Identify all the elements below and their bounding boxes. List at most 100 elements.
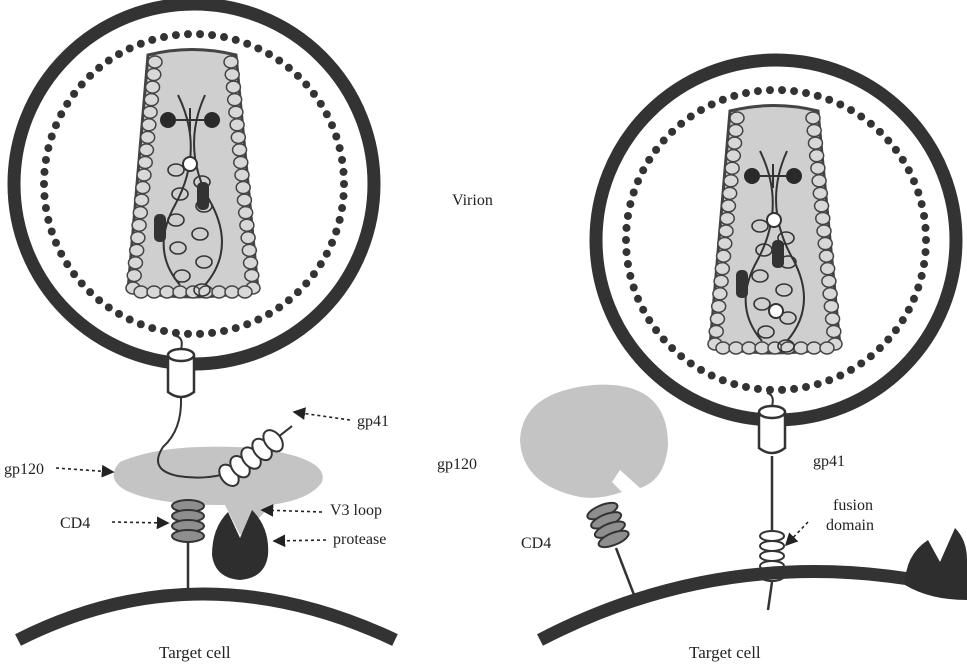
matrix-dot [42,204,50,212]
right-target-cell-label: Target cell [689,643,761,662]
capsid-bead [717,250,731,262]
capsid-bead [143,106,157,118]
matrix-dot [323,110,331,118]
matrix-dot [876,128,884,136]
left-reverse-transcriptase-2 [154,214,166,242]
matrix-dot [922,236,930,244]
matrix-dot [892,326,900,334]
matrix-dot [892,146,900,154]
capsid-bead [808,137,822,149]
capsid-bead [226,81,240,93]
matrix-dot [645,156,653,164]
capsid-bead [147,286,161,298]
capsid-bead [822,275,836,287]
right-gp120 [520,385,668,498]
matrix-dot [778,386,786,394]
matrix-dot [70,90,78,98]
right-rna-cap-1 [744,168,760,184]
matrix-dot [63,260,71,268]
matrix-dot [914,188,922,196]
matrix-dot [160,33,168,41]
right-reverse-transcriptase-1 [772,240,784,268]
capsid-bead [794,342,808,354]
matrix-dot [317,260,325,268]
matrix-dot [328,121,336,129]
capsid-bead [173,286,187,298]
matrix-dot [172,31,180,39]
capsid-bead [816,212,830,224]
matrix-dot [265,310,273,318]
matrix-dot [847,106,855,114]
matrix-dot [172,329,180,337]
matrix-dot [639,166,647,174]
capsid-bead [244,257,258,269]
matrix-dot [630,284,638,292]
capsid-bead [130,244,144,256]
right-fusion-label-2: domain [826,517,874,534]
capsid-bead [807,342,821,354]
capsid-bead [139,144,153,156]
matrix-dot [302,279,310,287]
left-gp120-arrow [56,468,113,472]
left-rna-cap-1 [160,112,176,128]
capsid-bead [813,187,827,199]
matrix-dot [86,288,94,296]
capsid-bead [716,342,730,354]
right-panel: gp120 gp41 CD4 fusion domain Target cell [437,60,967,662]
matrix-dot [338,156,346,164]
matrix-dot [922,248,930,256]
matrix-dot [697,106,705,114]
matrix-dot [95,296,103,304]
matrix-dot [184,30,192,38]
matrix-dot [126,316,134,324]
matrix-dot [208,329,216,337]
matrix-dot [802,383,810,391]
matrix-dot [884,137,892,145]
matrix-dot [730,380,738,388]
right-target-cell-membrane [540,572,965,640]
matrix-dot [719,96,727,104]
matrix-dot [626,200,634,208]
capsid-bead [715,263,729,275]
matrix-dot [44,144,52,152]
capsid-bead [137,169,151,181]
matrix-dot [899,316,907,324]
capsid-bead [728,137,742,149]
matrix-dot [336,144,344,152]
right-protease [905,528,967,600]
matrix-dot [340,192,348,200]
matrix-dot [328,239,336,247]
matrix-dot [639,306,647,314]
matrix-dot [660,137,668,145]
right-gp120-label: gp120 [437,456,477,473]
capsid-bead [236,182,250,194]
matrix-dot [148,324,156,332]
matrix-dot [57,250,65,258]
matrix-dot [340,180,348,188]
matrix-dot [40,192,48,200]
capsid-bead [812,175,826,187]
left-gp41-label: gp41 [357,413,389,430]
matrix-dot [137,40,145,48]
matrix-dot [867,120,875,128]
capsid-bead [768,342,782,354]
matrix-dot [867,352,875,360]
capsid-bead [135,194,149,206]
matrix-dot [918,272,926,280]
matrix-dot [660,335,668,343]
capsid-bead [820,342,834,354]
right-cd4-stalk [616,548,636,600]
matrix-dot [910,295,918,303]
matrix-dot [105,57,113,65]
matrix-dot [184,330,192,338]
matrix-dot [285,64,293,72]
matrix-dot [310,270,318,278]
matrix-dot [42,156,50,164]
matrix-dot [766,86,774,94]
left-gp120-label: gp120 [4,461,44,478]
matrix-dot [196,30,204,38]
matrix-dot [668,128,676,136]
matrix-dot [275,57,283,65]
right-fusion-arrow [786,522,808,545]
matrix-dot [52,121,60,129]
